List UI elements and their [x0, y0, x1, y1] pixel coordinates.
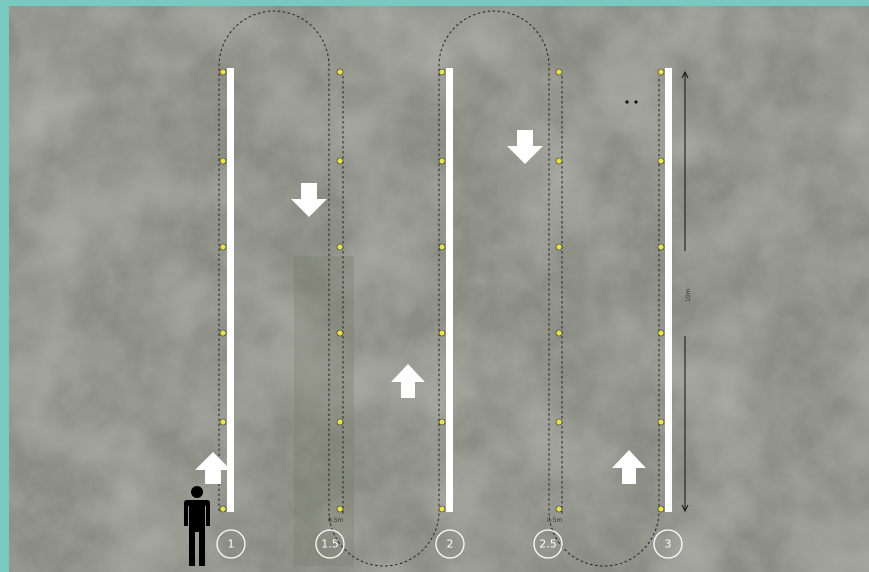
sample-marker — [658, 330, 664, 336]
sample-marker — [556, 419, 562, 425]
sample-marker — [220, 69, 226, 75]
wet-patch — [294, 256, 354, 566]
dot — [634, 100, 637, 103]
sample-marker — [658, 419, 664, 425]
sample-marker — [658, 69, 664, 75]
sample-marker — [337, 244, 343, 250]
sample-marker — [220, 330, 226, 336]
transect-number: 1.5 — [321, 538, 339, 551]
tape-3 — [665, 68, 672, 512]
sample-marker — [337, 506, 343, 512]
field-photo: 10m 0.5m 0.5m 1 1.5 2 2.5 3 — [9, 6, 869, 572]
sample-marker — [439, 330, 445, 336]
spacing-label-2: 0.5m — [547, 517, 563, 524]
sample-marker — [658, 244, 664, 250]
tape-2 — [446, 68, 453, 512]
tape-1 — [227, 68, 234, 512]
sample-marker — [220, 158, 226, 164]
sample-marker — [439, 244, 445, 250]
sample-marker — [220, 419, 226, 425]
transect-number: 3 — [665, 538, 672, 551]
sample-marker — [220, 506, 226, 512]
spacing-label-1: 0.5m — [328, 517, 344, 524]
transect-number: 1 — [228, 538, 235, 551]
sample-marker — [337, 419, 343, 425]
transect-number: 2.5 — [539, 538, 557, 551]
sample-marker — [337, 158, 343, 164]
sample-marker — [556, 158, 562, 164]
sample-marker — [658, 506, 664, 512]
transect-number: 2 — [447, 538, 454, 551]
sample-marker — [658, 158, 664, 164]
sample-marker — [439, 69, 445, 75]
sample-marker — [220, 244, 226, 250]
sample-marker — [337, 330, 343, 336]
sample-marker — [439, 506, 445, 512]
sample-marker — [556, 244, 562, 250]
sample-marker — [556, 330, 562, 336]
sample-marker — [439, 158, 445, 164]
sample-marker — [439, 419, 445, 425]
sample-marker — [337, 69, 343, 75]
dot — [625, 100, 628, 103]
sample-marker — [556, 506, 562, 512]
sample-marker — [556, 69, 562, 75]
length-label: 10m — [685, 288, 692, 302]
